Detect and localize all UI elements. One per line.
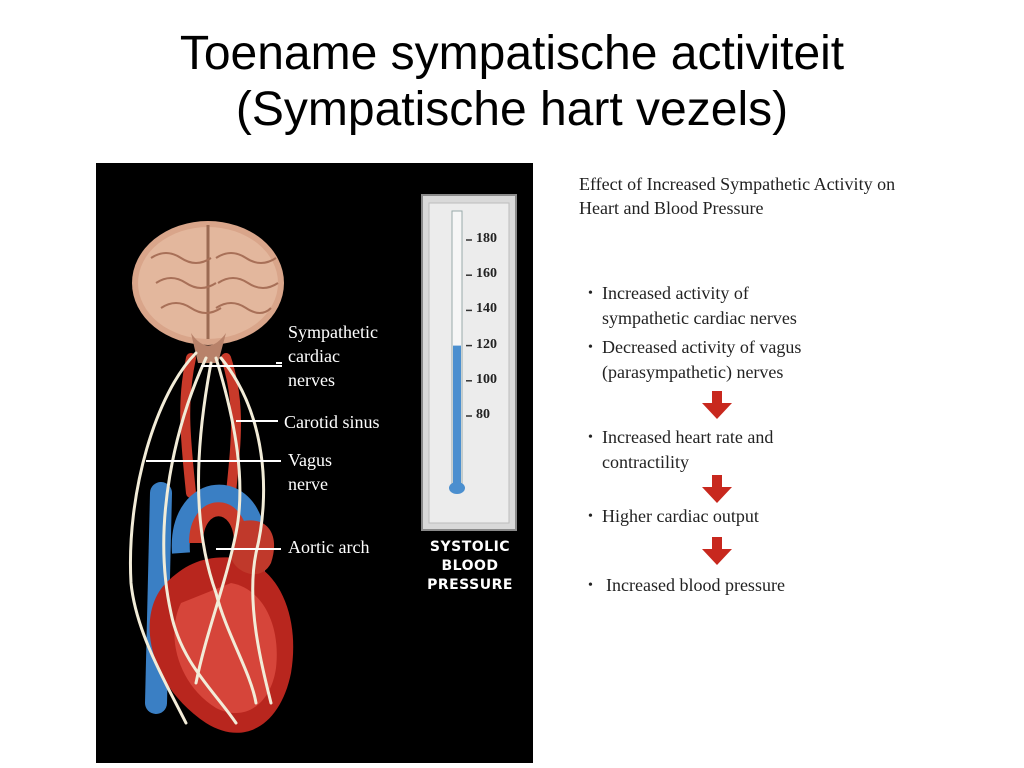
- flow-item-line: sympathetic cardiac nerves: [602, 308, 797, 328]
- label-aortic-arch: Aortic arch: [288, 537, 370, 557]
- bullet-icon: •: [588, 578, 593, 593]
- label-sympathetic-line-2: cardiac: [288, 346, 340, 366]
- slide-title-line-2: (Sympatische hart vezels): [235, 83, 789, 136]
- label-vagus-line-2: nerve: [288, 474, 328, 494]
- nerve-fibers: [128, 351, 273, 725]
- gauge-caption: SYSTOLIC BLOOD PRESSURE: [410, 538, 530, 595]
- label-sympathetic-nerves: Sympathetic cardiac nerves: [288, 320, 378, 392]
- gauge-caption-line-1: SYSTOLIC: [429, 539, 511, 555]
- flow-item-line: (parasympathetic) nerves: [602, 362, 784, 382]
- effect-flowchart: Effect of Increased Sympathetic Activity…: [560, 165, 1010, 615]
- anatomy-illustration: Sympathetic cardiac nerves Carotid sinus…: [96, 163, 533, 763]
- gauge-tick-label: 180: [476, 231, 497, 246]
- brain-icon: [132, 221, 284, 363]
- gauge-caption-line-2: BLOOD: [441, 558, 499, 574]
- flow-item-blood-pressure: • Increased blood pressure: [588, 573, 785, 598]
- gauge-tick-label: 80: [476, 407, 490, 422]
- flow-item-vagus-activity: • Decreased activity of vagus (parasympa…: [588, 335, 802, 385]
- bullet-icon: •: [588, 286, 593, 301]
- bullet-icon: •: [588, 509, 593, 524]
- bullet-icon: •: [588, 430, 593, 445]
- carotid-arteries: [180, 353, 241, 498]
- down-arrow-icon: [702, 537, 732, 565]
- bullet-icon: •: [588, 340, 593, 355]
- gauge-tick-label: 100: [476, 371, 497, 387]
- down-arrow-icon: [702, 391, 732, 419]
- anatomy-drawing: [128, 194, 517, 733]
- flow-item-cardiac-output: • Higher cardiac output: [588, 504, 759, 529]
- slide-title-line-1: Toename sympatische activiteit: [179, 27, 845, 80]
- flow-item-line: Higher cardiac output: [602, 506, 759, 526]
- flow-item-heart-rate: • Increased heart rate and contractility: [588, 425, 774, 475]
- flow-item-line: Increased heart rate and: [602, 427, 774, 447]
- flow-item-sympathetic-activity: • Increased activity of sympathetic card…: [588, 281, 797, 331]
- blood-pressure-gauge: [421, 194, 517, 531]
- flow-item-line: Increased blood pressure: [606, 575, 785, 595]
- label-sympathetic-line-1: Sympathetic: [288, 322, 378, 342]
- flow-heading-line-1: Effect of Increased Sympathetic Activity…: [579, 174, 896, 194]
- label-vagus-line-1: Vagus: [288, 450, 332, 470]
- down-arrow-icon: [702, 475, 732, 503]
- label-carotid-sinus: Carotid sinus: [284, 412, 380, 432]
- flow-item-line: Increased activity of: [602, 283, 749, 303]
- label-leader-lines: [146, 362, 282, 550]
- label-vagus-nerve: Vagus nerve: [288, 448, 332, 496]
- gauge-caption-line-3: PRESSURE: [427, 577, 513, 593]
- gauge-tick-label: 120: [476, 336, 497, 352]
- gauge-tick-label: 140: [476, 301, 497, 317]
- gauge-fill: [453, 345, 461, 488]
- slide-title: Toename sympatische activiteit (Sympatis…: [0, 26, 1024, 138]
- label-sympathetic-line-3: nerves: [288, 370, 335, 390]
- flow-item-line: Decreased activity of vagus: [602, 337, 802, 357]
- flow-item-line: contractility: [602, 452, 689, 472]
- flow-heading: Effect of Increased Sympathetic Activity…: [579, 172, 895, 220]
- gauge-tick-label: 160: [476, 266, 497, 282]
- flow-heading-line-2: Heart and Blood Pressure: [579, 198, 764, 218]
